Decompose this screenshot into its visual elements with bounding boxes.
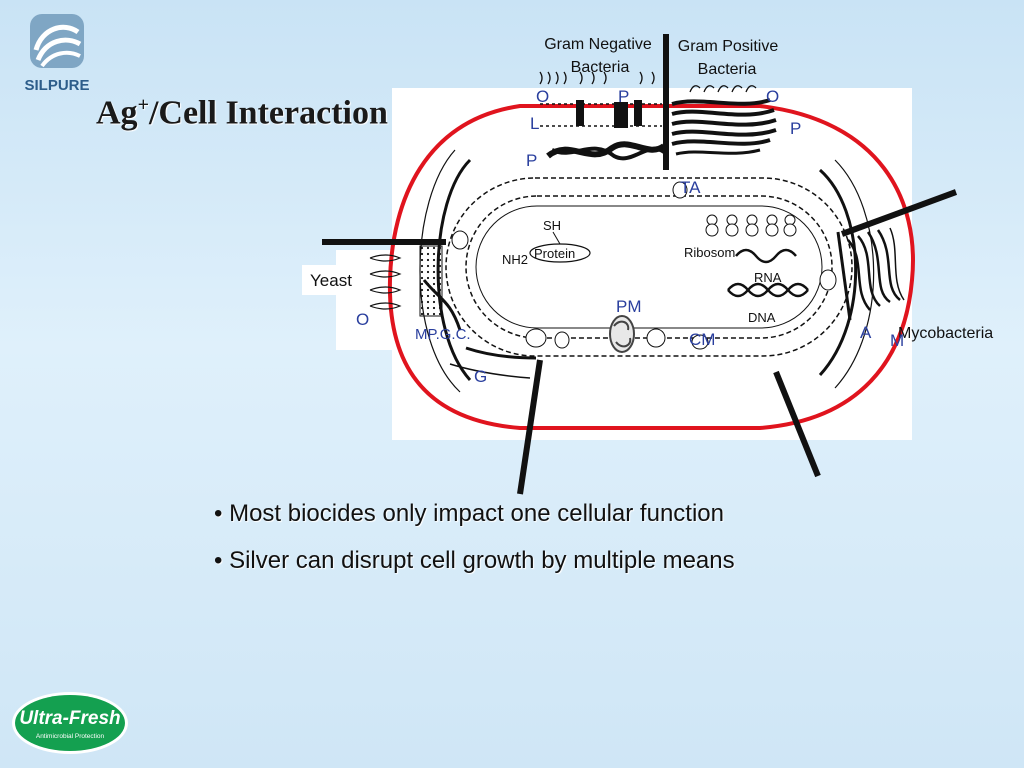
label-p-gram-positive: P — [790, 119, 801, 138]
cell-wall-layer — [818, 168, 858, 377]
silpure-logo: SILPURE — [12, 10, 102, 94]
label-mpgc: MP.G.C. — [415, 326, 471, 343]
label-g: G — [474, 367, 487, 386]
yeast-label-box — [302, 265, 360, 295]
slide-title: Ag+/Cell Interaction — [96, 94, 388, 132]
ultra-fresh-logo-text: Ultra-Fresh — [19, 708, 120, 729]
protein-label: Protein — [534, 246, 575, 261]
membrane-protein — [646, 328, 666, 348]
label-o-gram-positive: O — [766, 87, 779, 106]
outer-wall — [387, 104, 915, 430]
label-o-yeast: O — [356, 310, 369, 329]
bullet-item: • Most biocides only impact one cellular… — [214, 500, 724, 527]
membrane-protein — [525, 328, 547, 348]
ribosom-label: Ribosom — [684, 245, 735, 260]
gram-negative-label: Gram Negative — [544, 36, 652, 53]
title-rest: /Cell Interaction — [148, 94, 388, 132]
title-main: Ag — [96, 94, 138, 132]
sh-label: SH — [543, 218, 561, 233]
mycobacteria-wall — [773, 189, 958, 478]
cell-wall-thin — [834, 159, 875, 389]
membrane-inner — [465, 195, 833, 339]
dna-label: DNA — [748, 310, 776, 325]
gram-negative-label: Bacteria — [571, 59, 630, 76]
dna-helix-icon — [727, 282, 809, 298]
label-pm: PM — [616, 297, 642, 316]
silpure-logo-text: SILPURE — [24, 77, 89, 94]
ultra-fresh-tagline: Antimicrobial Protection — [36, 733, 105, 740]
membrane-protein — [554, 331, 570, 349]
ultra-fresh-logo: Ultra-Fresh Antimicrobial Protection — [10, 690, 130, 756]
silpure-swirl-icon: SILPURE — [24, 14, 90, 94]
label-a: A — [860, 323, 872, 342]
membrane-protein — [691, 334, 709, 350]
label-p-peptidoglycan: P — [526, 151, 537, 170]
gram-positive-label: Gram Positive — [678, 38, 779, 55]
gram-positive-label: Bacteria — [698, 61, 757, 78]
membrane-protein — [819, 269, 837, 291]
label-p-gram-negative: P — [618, 87, 629, 106]
gram-negative-wall — [539, 71, 666, 161]
membrane-protein — [672, 181, 688, 199]
yeast-label: Yeast — [310, 271, 352, 290]
nh2-label: NH2 — [502, 252, 528, 267]
label-o-gram-negative: O — [536, 87, 549, 106]
label-l: L — [530, 114, 539, 133]
label-m: M — [890, 331, 904, 350]
label-ta: TA — [680, 178, 701, 197]
membrane-protein — [451, 230, 469, 250]
yeast-wall — [322, 239, 543, 495]
cytoplasm — [475, 205, 823, 329]
gram-positive-wall — [671, 85, 777, 156]
title-superscript: + — [137, 94, 149, 116]
membrane-outer — [445, 177, 853, 357]
bullet-item: • Silver can disrupt cell growth by mult… — [214, 547, 735, 574]
rna-label: RNA — [754, 270, 782, 285]
cell-diagram: Gram Negative Bacteria Gram Positive Bac… — [302, 34, 994, 495]
label-cm: CM — [689, 330, 715, 349]
mycobacteria-label: Mycobacteria — [898, 325, 993, 342]
ribosomes-icon — [705, 214, 797, 237]
bullet-list: • Most biocides only impact one cellular… — [214, 500, 735, 594]
rna-strand-icon — [735, 248, 797, 264]
